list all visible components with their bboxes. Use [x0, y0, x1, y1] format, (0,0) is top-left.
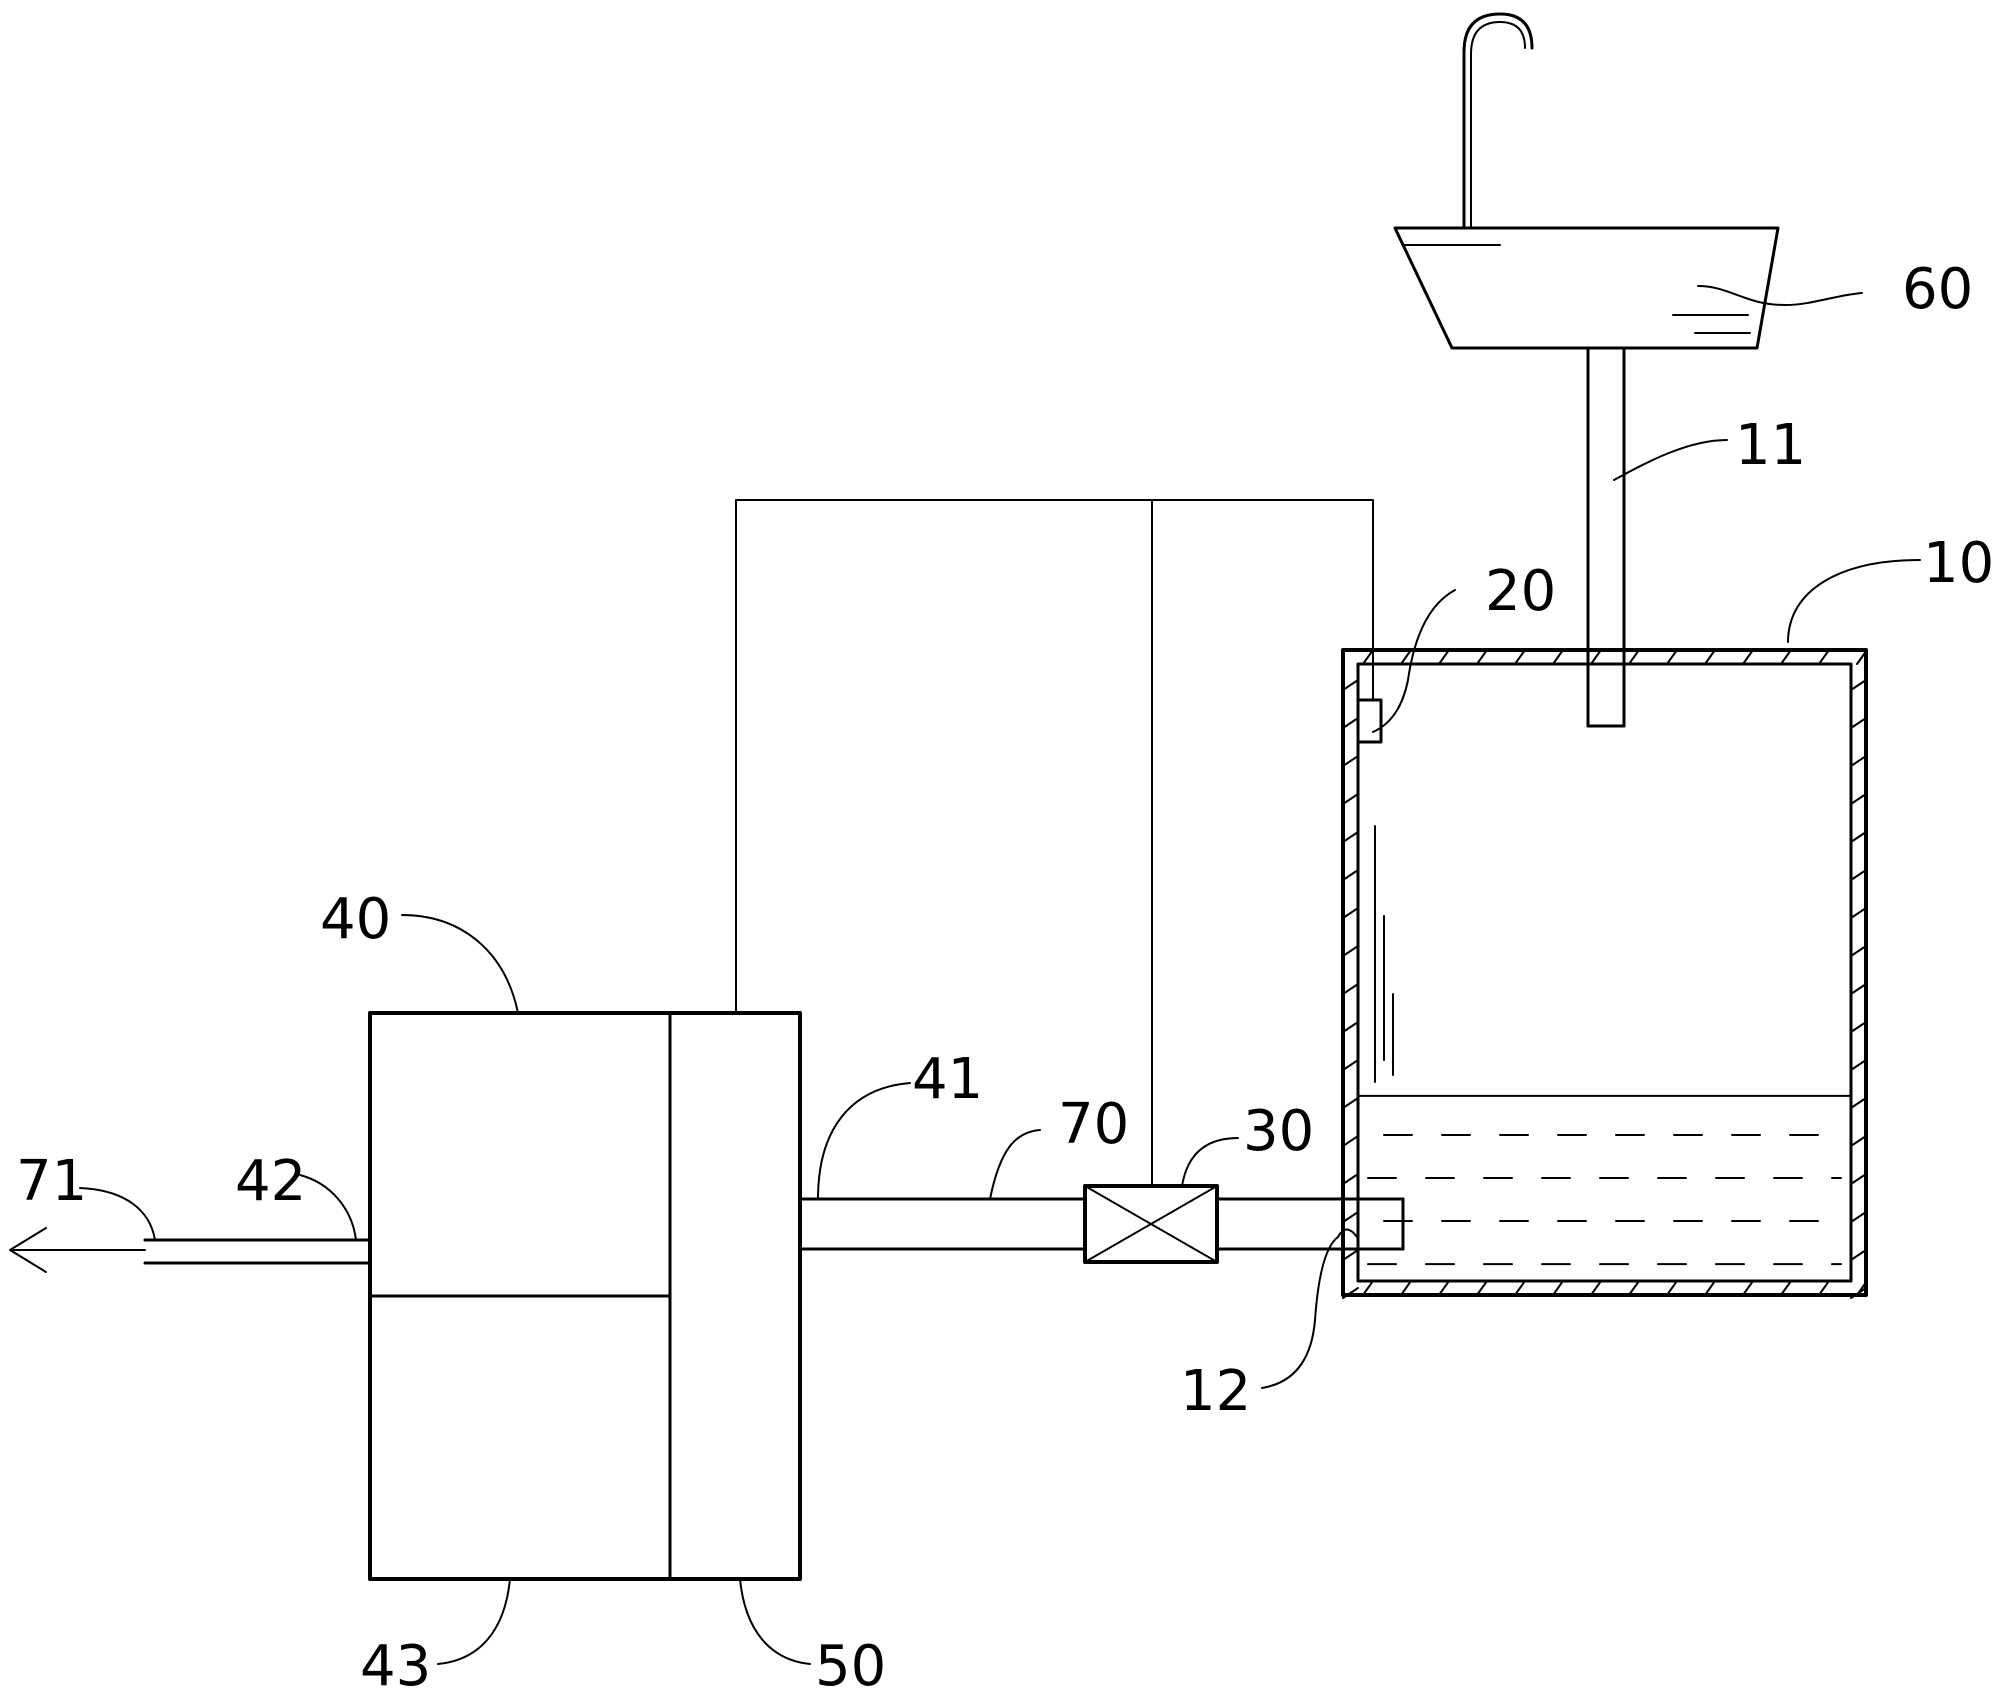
hatch-mark	[1514, 1280, 1526, 1296]
hatch-mark	[1818, 1280, 1830, 1296]
leader-lines	[79, 285, 1921, 1665]
hatch-mark	[1476, 1280, 1488, 1296]
hatch-mark	[1742, 1280, 1754, 1296]
tank-liquid	[1357, 1094, 1852, 1266]
hatch-mark	[1850, 1021, 1867, 1033]
hatch-mark	[1850, 1173, 1867, 1185]
signal-wiring	[735, 499, 1374, 1187]
label-valve: 30	[1243, 1099, 1314, 1164]
hatch-mark	[1552, 1280, 1564, 1296]
treatment-unit	[368, 1011, 802, 1581]
hatch-mark	[1742, 649, 1754, 665]
hatch-mark	[1780, 1280, 1792, 1296]
basin	[1393, 226, 1780, 350]
hatch-mark	[1850, 907, 1867, 919]
reference-labels: 60 11 20 10 40 41 70 30 71 42 12 43 50	[16, 257, 1994, 1696]
label-basin: 60	[1902, 257, 1973, 322]
hatch-mark	[1850, 1097, 1867, 1109]
hatch-mark	[1342, 755, 1359, 767]
hatch-mark	[1400, 1280, 1412, 1296]
hatch-mark	[1342, 679, 1359, 691]
hatch-mark	[1342, 1135, 1359, 1147]
hatch-mark	[1818, 649, 1830, 665]
label-tank: 10	[1923, 531, 1994, 596]
hatch-mark	[1362, 649, 1374, 665]
label-controller: 50	[815, 1634, 886, 1696]
hatch-mark	[1850, 679, 1867, 691]
hatch-mark	[1342, 1021, 1359, 1033]
hatch-mark	[1850, 1211, 1867, 1223]
hatch-mark	[1342, 983, 1359, 995]
hatch-mark	[1342, 945, 1359, 957]
label-unit-inlet: 41	[912, 1047, 983, 1112]
valve	[1083, 1184, 1219, 1264]
hatch-mark	[1850, 1249, 1867, 1261]
hatch-mark	[1514, 649, 1526, 665]
hatch-mark	[1342, 1211, 1359, 1223]
hatch-mark	[1850, 793, 1867, 805]
hatch-mark	[1628, 1280, 1640, 1296]
hatch-mark	[1850, 1135, 1867, 1147]
inlet-pipe	[1586, 346, 1626, 728]
hatch-mark	[1362, 1280, 1374, 1296]
hatch-mark	[1850, 869, 1867, 881]
hatch-mark	[1400, 649, 1412, 665]
hatch-mark	[1850, 717, 1867, 729]
hatch-mark	[1850, 983, 1867, 995]
hatch-mark	[1342, 1173, 1359, 1185]
hatch-mark	[1342, 717, 1359, 729]
hatch-mark	[1342, 1287, 1359, 1299]
hatch-mark	[1666, 649, 1678, 665]
hatch-mark	[1628, 649, 1640, 665]
hatch-mark	[1342, 869, 1359, 881]
hatch-mark	[1342, 1249, 1359, 1261]
hatch-mark	[1704, 649, 1716, 665]
label-connecting-pipe: 70	[1058, 1092, 1129, 1157]
label-unit-outlet: 42	[235, 1149, 306, 1214]
hatch-mark	[1856, 649, 1868, 665]
hatch-mark	[1438, 1280, 1450, 1296]
label-outlet: 12	[1180, 1359, 1251, 1424]
hatch-mark	[1590, 649, 1602, 665]
tank	[1341, 648, 1868, 1299]
hatch-mark	[1850, 945, 1867, 957]
hatch-mark	[1342, 831, 1359, 843]
discharge-pipe	[9, 1227, 372, 1273]
level-sensor	[1356, 698, 1383, 744]
hatch-mark	[1342, 907, 1359, 919]
hatch-mark	[1342, 1059, 1359, 1071]
tank-reflection-marks	[1374, 825, 1394, 1083]
hatch-mark	[1590, 1280, 1602, 1296]
hatch-mark	[1850, 831, 1867, 843]
hatch-mark	[1704, 1280, 1716, 1296]
hatch-mark	[1438, 649, 1450, 665]
label-unit: 40	[320, 887, 391, 952]
hatch-mark	[1850, 1287, 1867, 1299]
label-lower-compartment: 43	[360, 1634, 431, 1696]
label-discharge: 71	[16, 1149, 87, 1214]
hatch-mark	[1476, 649, 1488, 665]
label-sensor: 20	[1485, 559, 1556, 624]
tank-wall-hatching	[1342, 649, 1868, 1299]
hatch-mark	[1342, 793, 1359, 805]
hatch-mark	[1342, 1097, 1359, 1109]
label-inlet-pipe: 11	[1735, 413, 1806, 478]
hatch-mark	[1552, 649, 1564, 665]
hatch-mark	[1850, 1059, 1867, 1071]
hatch-mark	[1850, 755, 1867, 767]
faucet	[1462, 12, 1534, 230]
hatch-mark	[1666, 1280, 1678, 1296]
connecting-pipe	[800, 1197, 1405, 1251]
hatch-mark	[1780, 649, 1792, 665]
